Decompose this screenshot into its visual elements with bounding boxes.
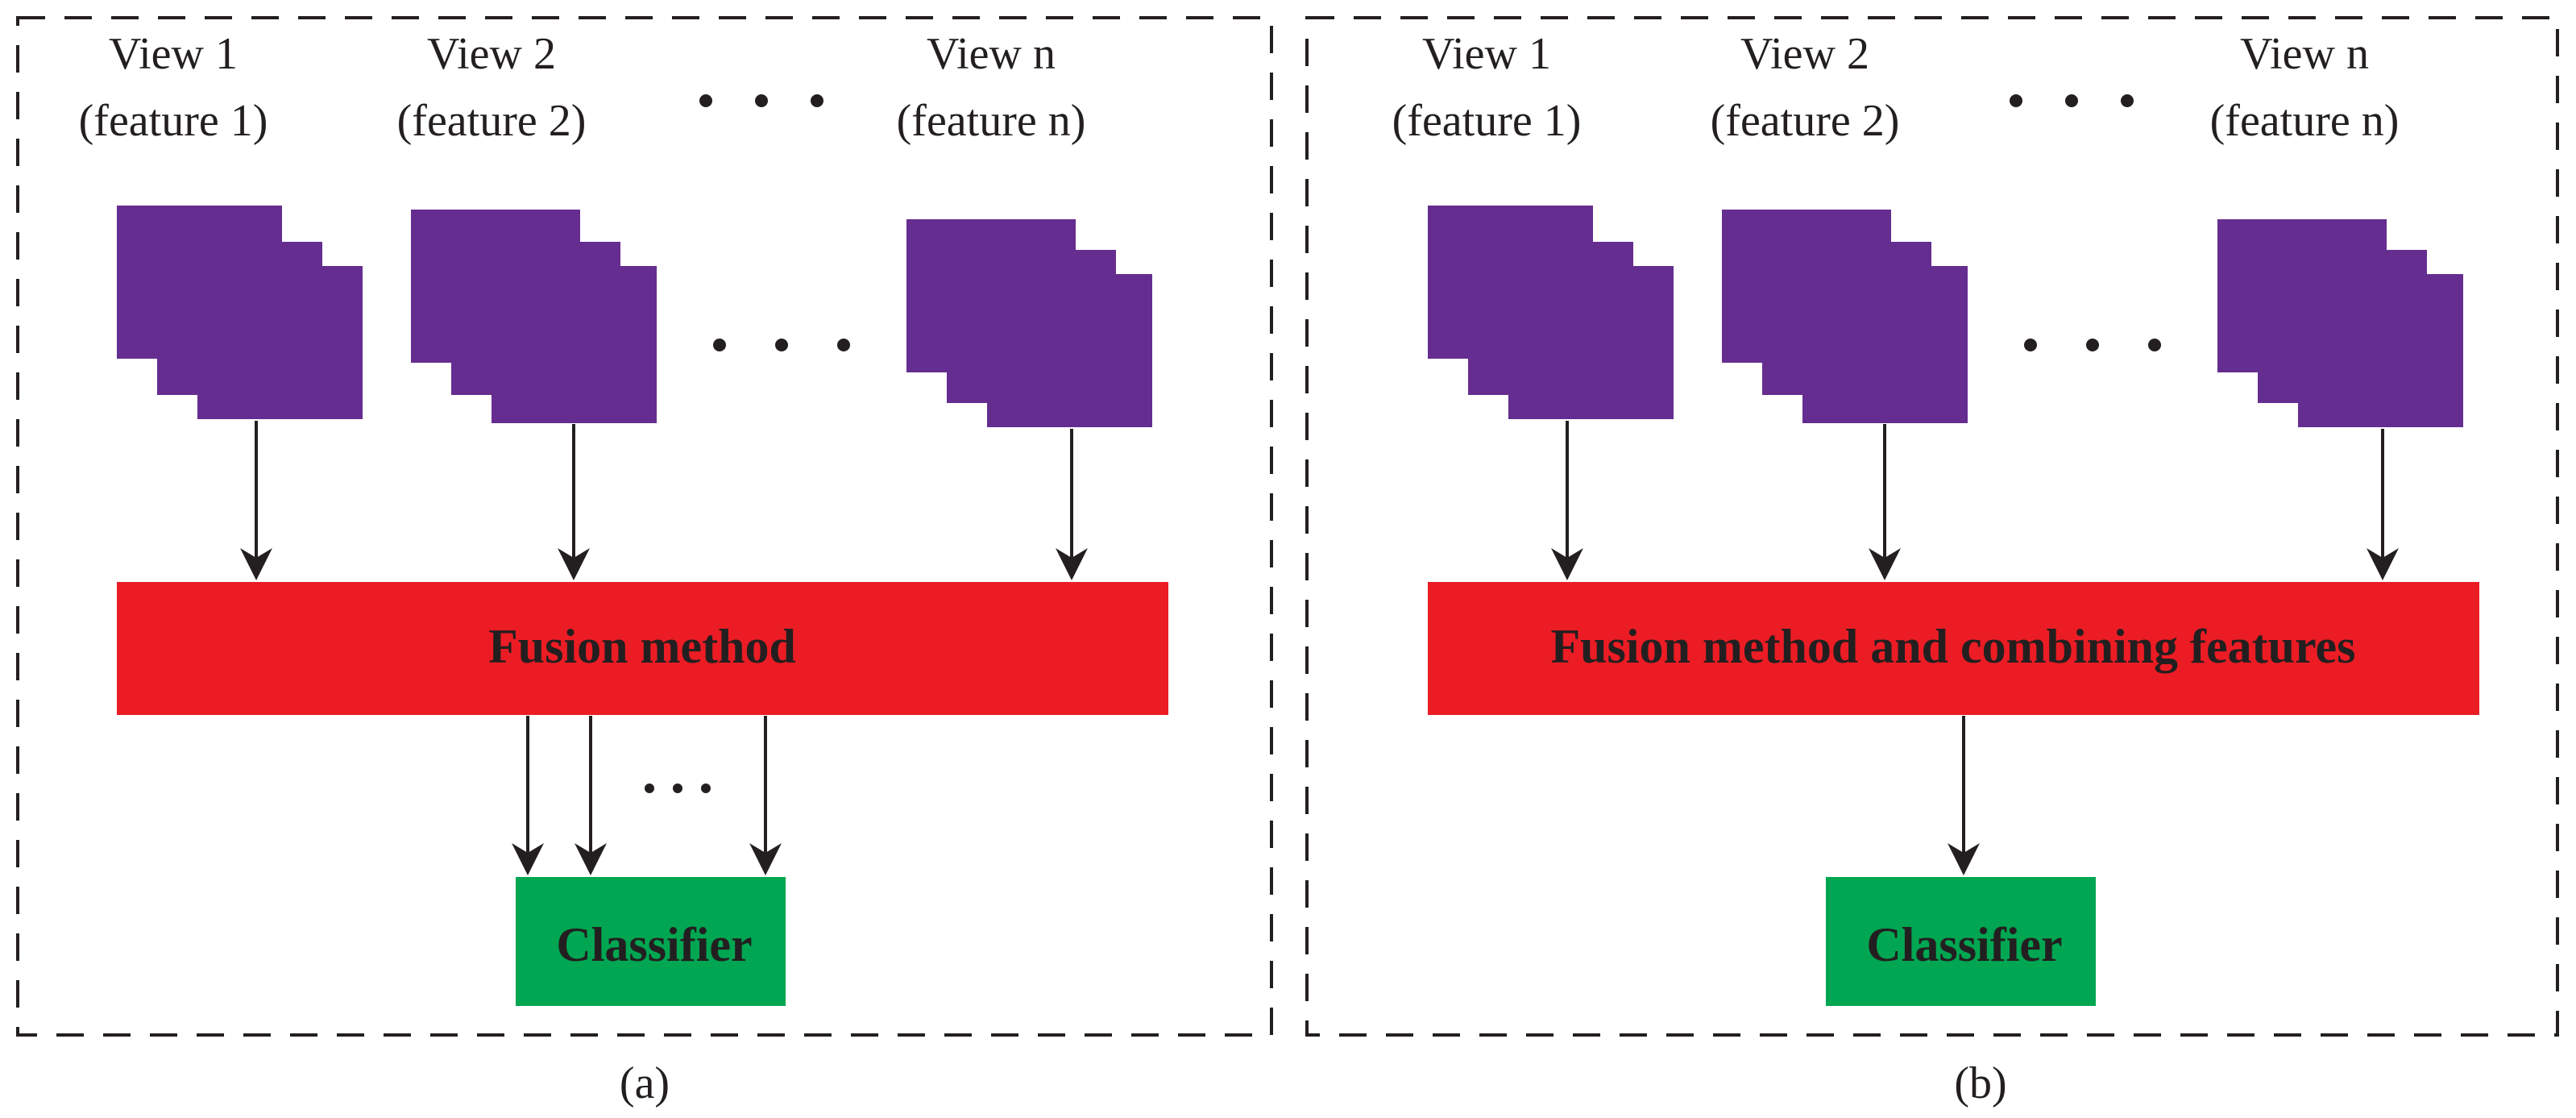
panel-b-feature-stack-2 [1722, 210, 1968, 423]
panel-a-views-ellipsis [699, 94, 823, 107]
panel-a-dashed-frame [16, 16, 1273, 1037]
panel-b-fusion-box [1428, 582, 2479, 715]
panel-a: View 1 (feature 1) View 2 (feature 2) Vi… [16, 16, 1273, 1108]
panel-a-classifier-label: Classifier [556, 918, 752, 971]
panel-b-dashed-frame [1305, 16, 2559, 1037]
panel-a-view-2-title: View 2 [427, 29, 556, 79]
panel-a-stacks-ellipsis [713, 339, 850, 351]
panel-b-view-2-title: View 2 [1740, 29, 1869, 79]
panel-a-view-n-title: View n [927, 29, 1056, 79]
panel-a-feature-stack-1 [117, 206, 363, 419]
panel-a-feature-stack-n [906, 219, 1152, 427]
panel-b-view-1-feature: (feature 1) [1392, 96, 1582, 146]
panel-b-view-n-feature: (feature n) [2210, 96, 2400, 146]
panel-b-fusion-label: Fusion method and combining features [1550, 620, 2355, 673]
panel-b-stacks-ellipsis [2024, 339, 2161, 351]
panel-b-views-ellipsis [2010, 94, 2134, 107]
panel-a-fusion-label: Fusion method [488, 620, 796, 673]
panel-a-view-n-feature: (feature n) [897, 96, 1086, 146]
panel-b-feature-stack-1 [1428, 206, 1674, 419]
panel-b-view-n-title: View n [2240, 29, 2369, 79]
panel-b: View 1 (feature 1) View 2 (feature 2) Vi… [1305, 16, 2559, 1108]
panel-a-feature-stack-2 [411, 210, 657, 423]
panel-a-classifier-box [516, 877, 786, 1006]
panel-b-classifier-box [1826, 877, 2096, 1006]
panel-a-view-1-title: View 1 [109, 29, 238, 79]
panel-a-view-1-feature: (feature 1) [79, 96, 268, 146]
panel-a-view-2-feature: (feature 2) [397, 96, 587, 146]
panel-a-caption: (a) [620, 1058, 670, 1108]
panel-a-classifier-arrows-ellipsis [645, 783, 711, 793]
panel-b-classifier-label: Classifier [1866, 918, 2062, 971]
panel-a-fusion-box [117, 582, 1168, 715]
panel-b-view-2-feature: (feature 2) [1711, 96, 1900, 146]
panel-b-view-1-title: View 1 [1422, 29, 1551, 79]
panel-b-caption: (b) [1954, 1058, 2006, 1108]
panel-b-feature-stack-n [2217, 219, 2463, 427]
